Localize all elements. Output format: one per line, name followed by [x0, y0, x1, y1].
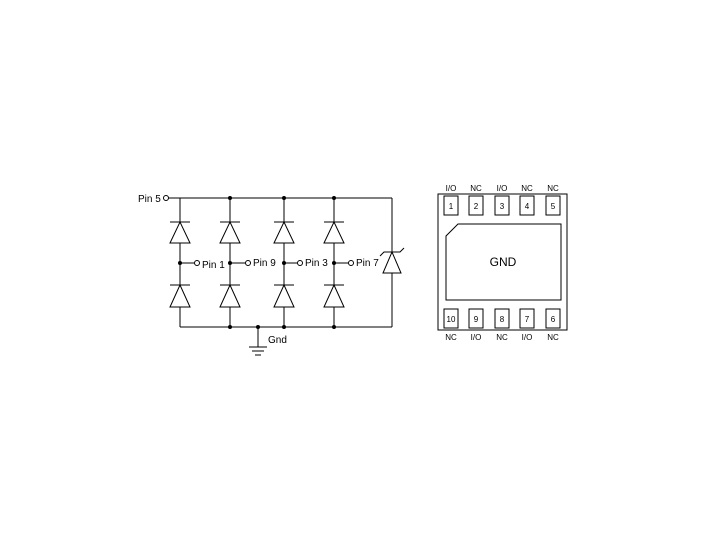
pin-number: 4 — [525, 202, 530, 211]
pin-pad — [468, 308, 484, 329]
pin-function-label: NC — [547, 184, 559, 193]
schematic: Pin 5 Pin 1 — [138, 194, 405, 356]
pin-pad — [443, 195, 459, 216]
channel-terminal — [194, 260, 200, 266]
diode-lower — [219, 283, 241, 308]
diode-upper — [273, 220, 295, 244]
bottom-pin: 9I/O — [468, 308, 484, 342]
pin-number: 5 — [551, 202, 556, 211]
channel-pin-label: Pin 3 — [305, 258, 328, 269]
zener-body — [382, 250, 402, 274]
pin-function-label: I/O — [522, 333, 533, 342]
diode-upper — [323, 220, 345, 244]
ground-pad — [445, 223, 562, 301]
diode-upper — [169, 220, 191, 244]
top-pin: 2 NC — [468, 184, 484, 216]
channel-pin-label: Pin 1 — [202, 260, 225, 271]
pin-function-label: NC — [445, 333, 457, 342]
diode-lower — [323, 283, 345, 308]
diode-lower — [273, 283, 295, 308]
channel-pin-label: Pin 9 — [253, 258, 276, 269]
pin-function-label: NC — [470, 184, 482, 193]
diode-channel-4: Pin 7 — [323, 198, 379, 327]
ground-label: Gnd — [268, 335, 287, 346]
pin-number: 2 — [474, 202, 479, 211]
pin-function-label: NC — [521, 184, 533, 193]
pin-pad — [494, 308, 510, 329]
pin-number: 8 — [500, 315, 505, 324]
diode-channel-1: Pin 1 — [169, 198, 225, 327]
bottom-pin: 8NC — [494, 308, 510, 342]
diode-channel-2: Pin 9 — [219, 198, 276, 327]
diode-channel-3: Pin 3 — [273, 198, 328, 327]
pin5-terminal — [163, 195, 169, 201]
ground-pad-label: GND — [490, 255, 517, 269]
top-pin: 1 I/O — [443, 184, 459, 216]
pin-number: 9 — [474, 315, 479, 324]
bottom-pin: 7I/O — [519, 308, 535, 342]
pin-pad — [545, 308, 561, 329]
pin-function-label: NC — [547, 333, 559, 342]
pin-function-label: NC — [496, 333, 508, 342]
channel-terminal — [348, 260, 354, 266]
pin-number: 6 — [551, 315, 556, 324]
zener-bar — [379, 247, 405, 257]
zener-diode — [379, 198, 405, 327]
pin-number: 10 — [447, 315, 456, 324]
pin-pad — [468, 195, 484, 216]
top-pin-row: 1 I/O 2 NC 3 I/O 4 NC 5 NC — [443, 184, 561, 216]
channel-terminal — [297, 260, 303, 266]
pin-function-label: I/O — [497, 184, 508, 193]
bottom-pin: 6NC — [545, 308, 561, 342]
diode-upper — [219, 220, 241, 244]
pin-pad — [443, 308, 459, 329]
pin-function-label: I/O — [446, 184, 457, 193]
ground-symbol: Gnd — [249, 327, 287, 356]
top-pin: 4 NC — [519, 184, 535, 216]
pin-number: 7 — [525, 315, 530, 324]
pin5-label: Pin 5 — [138, 194, 161, 205]
channel-pin-label: Pin 7 — [356, 258, 379, 269]
pin-pad — [545, 195, 561, 216]
top-pin: 5 NC — [545, 184, 561, 216]
pin-pad — [519, 195, 535, 216]
channel-terminal — [245, 260, 251, 266]
pin-number: 1 — [449, 202, 454, 211]
top-pin: 3 I/O — [494, 184, 510, 216]
pin-function-label: I/O — [471, 333, 482, 342]
diode-lower — [169, 283, 191, 308]
pin-pad — [494, 195, 510, 216]
pin-number: 3 — [500, 202, 505, 211]
pin-pad — [519, 308, 535, 329]
